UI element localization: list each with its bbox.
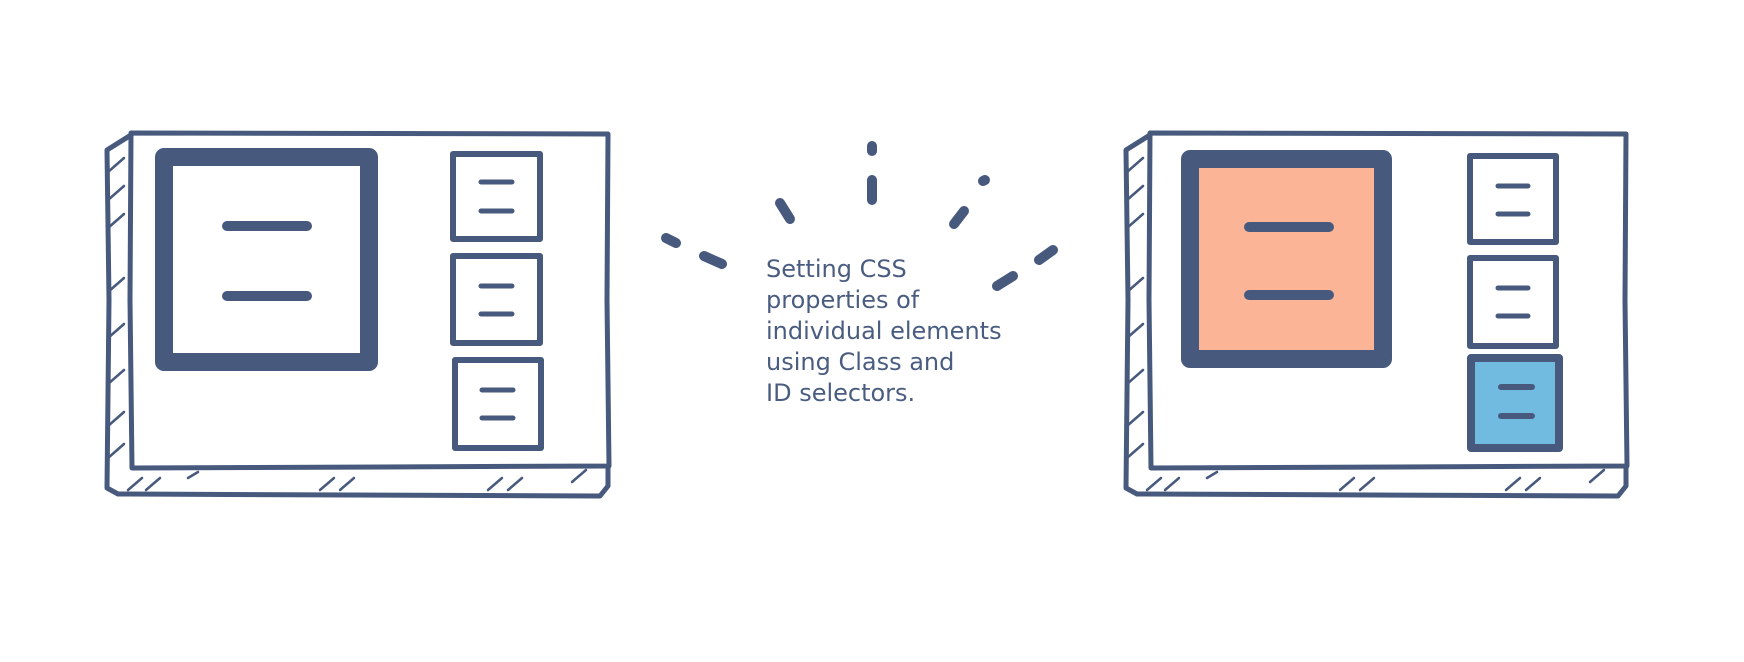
main-content-box <box>155 148 378 371</box>
frame-hatching <box>1125 156 1606 492</box>
sparkle-dash <box>949 206 969 229</box>
sparkle-burst <box>661 141 1058 291</box>
sidebar-box-3-id-styled <box>1467 354 1563 452</box>
frame-depth-outline <box>1123 132 1629 499</box>
frame-hatching <box>106 156 588 492</box>
sidebar-box-1 <box>450 151 543 242</box>
caption-line-2: properties of <box>766 286 920 314</box>
caption-text: Setting CSS properties of individual ele… <box>766 254 1066 409</box>
caption-line-3: individual elements <box>766 317 1002 345</box>
sparkle-dash <box>978 175 990 186</box>
caption-line-1: Setting CSS <box>766 255 907 283</box>
main-content-box-class-styled <box>1181 150 1392 368</box>
caption-line-5: ID selectors. <box>766 379 916 407</box>
sidebar-box-2 <box>450 253 543 346</box>
sparkle-dash <box>699 251 727 269</box>
layout-after-illustration <box>1123 130 1630 499</box>
sparkle-dash <box>1034 245 1058 265</box>
sidebar-box-3 <box>452 357 544 451</box>
window-frame <box>127 130 612 471</box>
sparkle-dash <box>661 233 681 248</box>
sidebar-box-1 <box>1467 153 1559 245</box>
sparkle-dash <box>775 198 795 224</box>
sidebar-box-2 <box>1467 255 1559 349</box>
window-frame <box>1146 130 1630 471</box>
sparkle-dash <box>992 271 1018 291</box>
layout-before-illustration <box>104 130 612 499</box>
frame-depth-outline <box>104 132 611 499</box>
caption-line-4: using Class and <box>766 348 955 376</box>
